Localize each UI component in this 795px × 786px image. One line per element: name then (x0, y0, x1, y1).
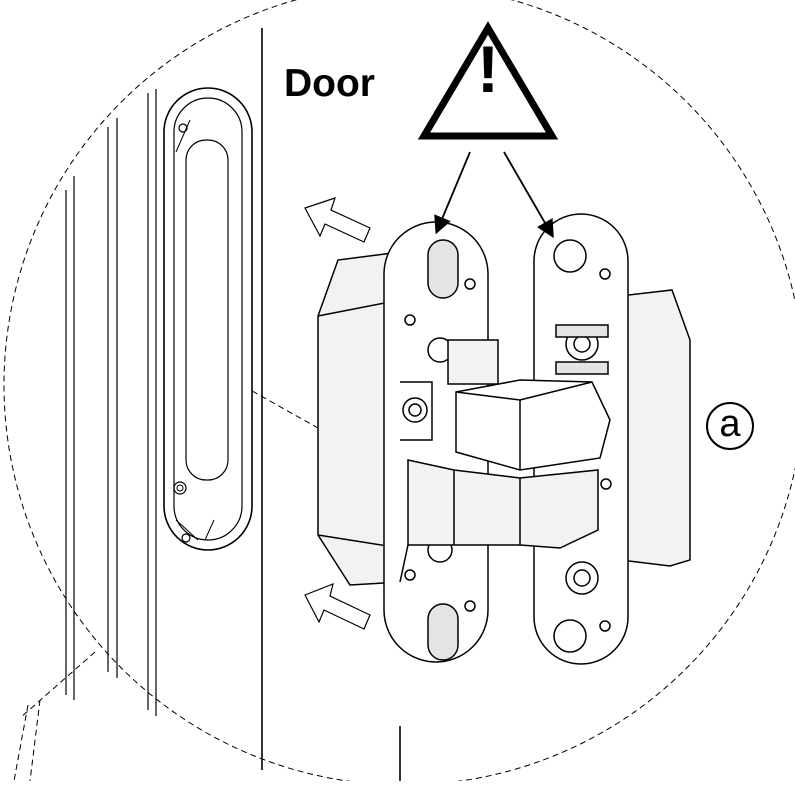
move-arrow-lower (304, 583, 371, 630)
detail-marker-a: a (706, 402, 754, 450)
warning-exclamation: ! (477, 32, 499, 106)
extension-line (19, 651, 96, 719)
hinge-linkage (399, 339, 611, 583)
door-frame-profile (65, 28, 401, 781)
extension-line (29, 699, 41, 782)
door-label: Door (284, 62, 375, 105)
frame-recess-plate (163, 87, 253, 551)
warning-pointer-left (434, 151, 471, 235)
warning-triangle-icon (417, 21, 559, 140)
left-mounting-plate (383, 221, 489, 663)
extension-line (13, 704, 29, 782)
move-arrow-upper (304, 197, 371, 243)
warning-pointer-right (503, 151, 554, 239)
